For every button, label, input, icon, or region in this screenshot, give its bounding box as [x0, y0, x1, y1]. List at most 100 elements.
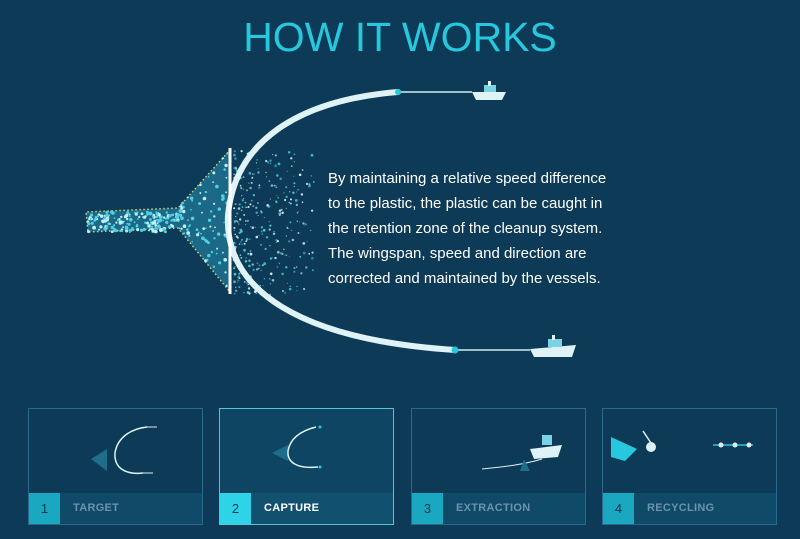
plastic-particle	[235, 235, 239, 238]
plastic-particle	[241, 238, 243, 241]
plastic-particle	[142, 227, 146, 232]
plastic-particle	[233, 207, 236, 210]
plastic-particle	[243, 248, 246, 252]
plastic-particle	[108, 214, 111, 217]
plastic-particle	[120, 215, 123, 219]
plastic-particle	[237, 281, 239, 283]
plastic-particle	[105, 213, 109, 218]
plastic-particle	[100, 214, 104, 218]
plastic-particle	[105, 218, 110, 222]
plastic-particle	[306, 240, 308, 242]
step-target[interactable]: 1 TARGET	[28, 408, 203, 525]
step-label: EXTRACTION	[456, 502, 531, 514]
plastic-particle	[252, 176, 254, 178]
plastic-particle	[94, 217, 97, 221]
plastic-particle	[257, 171, 260, 174]
plastic-particle	[247, 287, 251, 290]
plastic-particle	[209, 225, 212, 228]
plastic-particle	[118, 220, 123, 225]
plastic-particle	[140, 228, 144, 232]
plastic-particle	[305, 266, 308, 269]
plastic-particle	[301, 169, 304, 171]
plastic-particle	[113, 224, 116, 227]
plastic-particle	[233, 229, 235, 231]
plastic-particle	[240, 256, 243, 259]
plastic-particle	[243, 242, 246, 245]
plastic-particle	[247, 252, 250, 255]
plastic-particle	[249, 203, 252, 206]
step-number: 1	[29, 493, 60, 524]
plastic-particle	[269, 162, 272, 165]
plastic-particle	[258, 186, 261, 189]
plastic-particle	[158, 215, 163, 220]
plastic-particle	[135, 224, 139, 228]
plastic-particle	[294, 199, 298, 202]
plastic-particle	[311, 256, 314, 260]
plastic-particles	[86, 149, 315, 296]
plastic-particle	[234, 233, 236, 236]
plastic-particle	[241, 206, 244, 208]
plastic-particle	[299, 255, 302, 258]
plastic-particle	[125, 213, 129, 218]
plastic-particle	[293, 175, 295, 177]
plastic-particle	[234, 292, 236, 294]
step-recycling[interactable]: 4 RECYCLING	[602, 408, 777, 525]
plastic-particle	[239, 184, 242, 187]
plastic-particle	[296, 211, 299, 214]
plastic-particle	[256, 268, 259, 271]
plastic-particle	[272, 153, 274, 156]
plastic-particle	[251, 263, 254, 266]
plastic-particle	[221, 194, 225, 198]
plastic-particle	[296, 290, 298, 292]
plastic-particle	[241, 195, 243, 197]
plastic-particle	[273, 184, 276, 187]
extraction-thumbnail	[481, 435, 562, 471]
plastic-particle	[257, 167, 259, 169]
plastic-particle	[291, 238, 295, 242]
plastic-particle	[171, 213, 175, 217]
plastic-particle	[293, 266, 296, 270]
plastic-particle	[154, 227, 158, 230]
plastic-particle	[283, 248, 285, 251]
plastic-particle	[275, 185, 277, 187]
plastic-particle	[233, 150, 236, 153]
step-extraction[interactable]: 3 EXTRACTION	[411, 408, 586, 525]
plastic-particle	[126, 222, 129, 225]
plastic-particle	[302, 251, 306, 255]
plastic-particle	[241, 199, 244, 202]
plastic-particle	[272, 257, 274, 259]
plastic-particle	[303, 287, 306, 291]
plastic-particle	[187, 196, 189, 199]
plastic-particle	[119, 229, 122, 233]
barrier-arc	[224, 89, 458, 353]
plastic-particle	[187, 219, 189, 222]
plastic-particle	[269, 283, 272, 285]
plastic-particle	[245, 224, 247, 226]
plastic-particle	[87, 222, 91, 226]
plastic-particle	[255, 235, 259, 239]
plastic-particle	[262, 285, 264, 287]
plastic-particle	[103, 216, 107, 220]
plastic-particle	[278, 209, 282, 212]
step-capture[interactable]: 2 CAPTURE	[219, 408, 394, 525]
plastic-particle	[303, 224, 305, 226]
explanation-text: By maintaining a relative speed differen…	[328, 170, 607, 287]
plastic-particle	[265, 236, 269, 239]
plastic-particle	[284, 291, 286, 294]
plastic-particle	[217, 207, 221, 211]
plastic-particle	[240, 150, 243, 153]
step-number: 4	[603, 493, 634, 524]
plastic-particle	[310, 229, 312, 232]
plastic-particle	[202, 196, 207, 201]
plastic-particle	[143, 215, 146, 219]
plastic-particle	[127, 223, 131, 226]
plastic-particle	[179, 213, 183, 217]
plastic-particle	[283, 192, 285, 194]
plastic-particle	[195, 228, 199, 231]
plastic-particle	[271, 279, 275, 282]
plastic-particle	[246, 206, 248, 208]
plastic-particle	[284, 198, 287, 202]
plastic-particle	[233, 226, 236, 230]
plastic-particle	[167, 225, 172, 229]
plastic-particle	[105, 210, 109, 214]
